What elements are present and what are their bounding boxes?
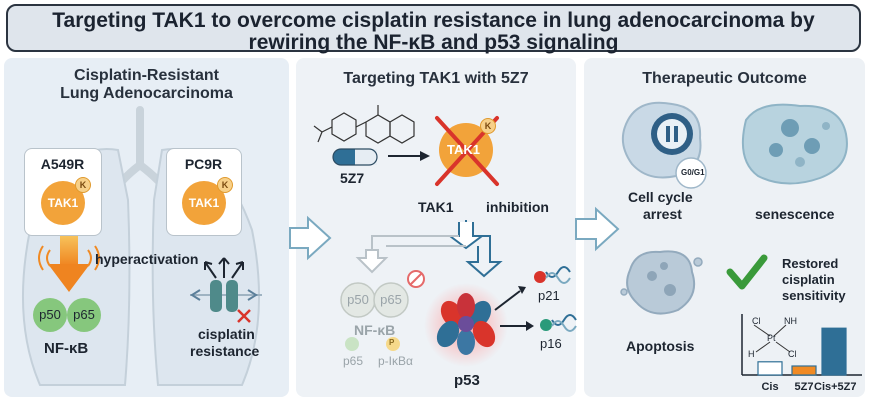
p65-faded-label: p65 — [380, 292, 402, 307]
chem-pt: Pt — [767, 333, 776, 343]
no-symbol-slash — [409, 272, 423, 286]
senescence-cell-icon — [741, 103, 848, 185]
figure-title-line1: Targeting TAK1 to overcome cisplatin res… — [52, 9, 815, 32]
tak1-inhibited-label: TAK1 — [447, 142, 480, 157]
arrow-middle-to-right — [575, 206, 620, 252]
drug-structure-5z7 — [313, 105, 415, 144]
p50-label: p50 — [39, 307, 61, 322]
nfkb-faded-label: NF-κB — [354, 322, 396, 338]
chart-category-label: Cis — [761, 381, 779, 393]
p50-faded-label: p50 — [347, 292, 369, 307]
p65-left-shape — [67, 298, 101, 332]
restored-label-line2: cisplatin — [782, 272, 835, 287]
cisplatin-structure — [753, 324, 791, 353]
middle-panel-title: Targeting TAK1 with 5Z7 — [343, 70, 529, 87]
kinase-badge-icon: K — [480, 118, 496, 134]
p50-left-shape — [33, 298, 67, 332]
p21-arrowhead — [518, 286, 526, 294]
phospho-badge-icon: P — [389, 338, 395, 347]
p-ikba-shape — [386, 337, 400, 351]
a549r-label: A549R — [40, 156, 85, 172]
chem-cl-bottom: Cl — [788, 349, 797, 359]
chart-bar-cis — [757, 361, 783, 376]
right-panel-title: Therapeutic Outcome — [642, 70, 807, 87]
arrow-left-to-middle — [289, 215, 332, 261]
dna-icon-p21 — [534, 266, 571, 284]
inhibition-text: inhibition — [486, 199, 549, 215]
g0g1-label: G0/G1 — [681, 168, 705, 177]
title-box: Targeting TAK1 to overcome cisplatin res… — [6, 4, 861, 54]
p16-arrowhead — [526, 321, 534, 331]
nfkb-label: NF-κB — [44, 340, 89, 357]
p16-label: p16 — [540, 336, 562, 351]
figure-title-line2: rewiring the NF-κB and p53 signaling — [248, 31, 619, 54]
cell-cycle-label-line2: arrest — [643, 206, 682, 222]
p53-label: p53 — [454, 372, 480, 389]
tak1-pc9r-node: TAK1 — [182, 181, 226, 225]
drug-arrowhead — [420, 151, 430, 161]
drug-5z7-label: 5Z7 — [340, 170, 365, 186]
chem-cl-top: Cl — [752, 316, 761, 326]
chart-bar-5z7 — [791, 365, 817, 376]
left-panel-title-line2: Lung Adenocarcinoma — [60, 85, 233, 102]
chart-bar-cis-5z7 — [821, 327, 847, 376]
p65-small-label: p65 — [343, 354, 364, 368]
chart-category-label: 5Z7 — [794, 381, 814, 393]
p65-faded-shape — [373, 282, 409, 318]
cell-cycle-label-line1: Cell cycle — [628, 189, 693, 205]
a549r-card: A549R TAK1 K — [24, 148, 102, 236]
efflux-pump-icon — [190, 257, 262, 323]
branch-arrows — [355, 220, 503, 278]
pc9r-card: PC9R TAK1 K — [166, 148, 242, 236]
p65-small-shape — [345, 337, 359, 351]
pc9r-label: PC9R — [184, 156, 223, 172]
left-panel-title-line1: Cisplatin-Resistant — [74, 67, 219, 84]
p65-label: p65 — [73, 307, 95, 322]
cisplatin-resistance-line1: cisplatin — [198, 326, 255, 342]
apoptosis-label: Apoptosis — [626, 338, 695, 354]
restored-label-line1: Restored — [782, 256, 839, 271]
chart-category-label: Cis+5Z7 — [814, 381, 857, 393]
restored-label-line3: sensitivity — [782, 288, 846, 303]
capsule-icon — [332, 148, 378, 166]
senescence-label: senescence — [755, 206, 835, 222]
chem-h3n-bottom: H — [748, 349, 755, 359]
p21-label: p21 — [538, 288, 560, 303]
p53-protein-icon — [436, 293, 496, 355]
kinase-badge-icon: K — [75, 177, 91, 193]
p-ikba-label: p-IκBα — [378, 354, 413, 368]
kinase-badge-icon: K — [217, 177, 233, 193]
cell-cycle-cell-icon — [621, 101, 707, 189]
chem-nh3-top: NH — [784, 316, 797, 326]
dna-icon-p16 — [540, 314, 577, 332]
checkmark-icon — [726, 254, 768, 290]
chart-bars — [757, 327, 847, 376]
p53-to-p21-arrow — [494, 290, 521, 311]
hyperactivation-arrow — [38, 236, 100, 292]
hyperactivation-label: hyperactivation — [95, 251, 199, 267]
apoptosis-cell-icon — [620, 250, 703, 315]
cisplatin-resistance-line2: resistance — [190, 343, 260, 359]
tak1-text: TAK1 — [418, 199, 454, 215]
